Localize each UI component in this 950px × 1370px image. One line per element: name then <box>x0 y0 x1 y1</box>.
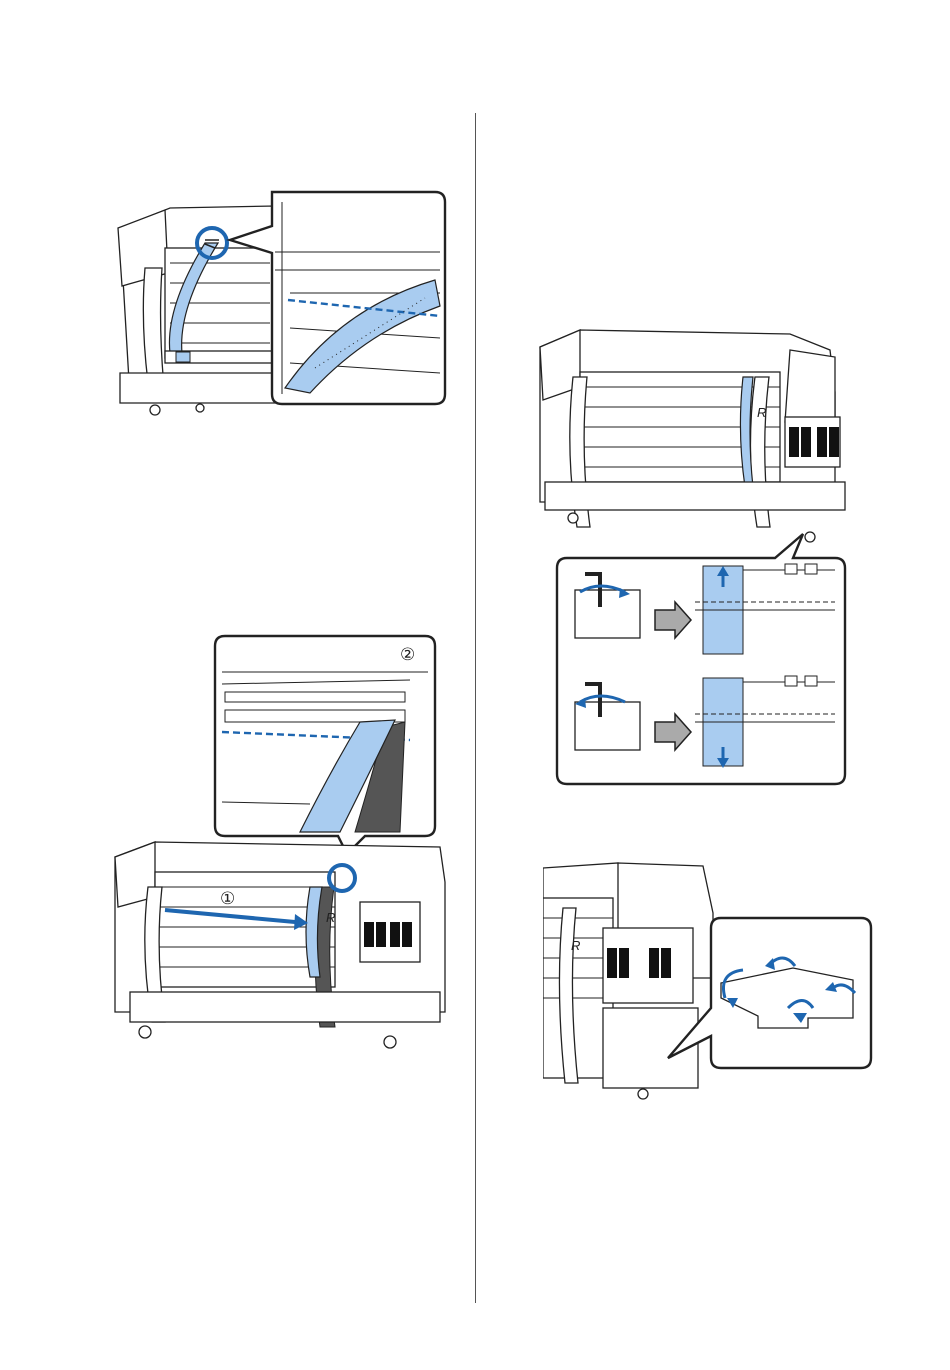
figure-printer-leveling-feet: R <box>543 858 873 1108</box>
step-marker-1: ① <box>220 889 235 909</box>
figure-printer-scale-zoom <box>110 188 450 418</box>
column-divider <box>475 113 476 1303</box>
side-label-r: R <box>571 938 580 953</box>
printer-illustration <box>110 188 450 418</box>
printer-illustration: R <box>543 858 873 1108</box>
step-marker-2: ② <box>400 645 415 665</box>
printer-illustration: R <box>535 322 855 787</box>
side-label-r: R <box>326 910 335 925</box>
figure-printer-scale-adjustment: R <box>535 322 855 787</box>
printer-illustration: ② ① R <box>110 632 455 1052</box>
side-label-r: R <box>757 405 766 420</box>
figure-printer-scale-rotation: ② ① R <box>110 632 455 1052</box>
